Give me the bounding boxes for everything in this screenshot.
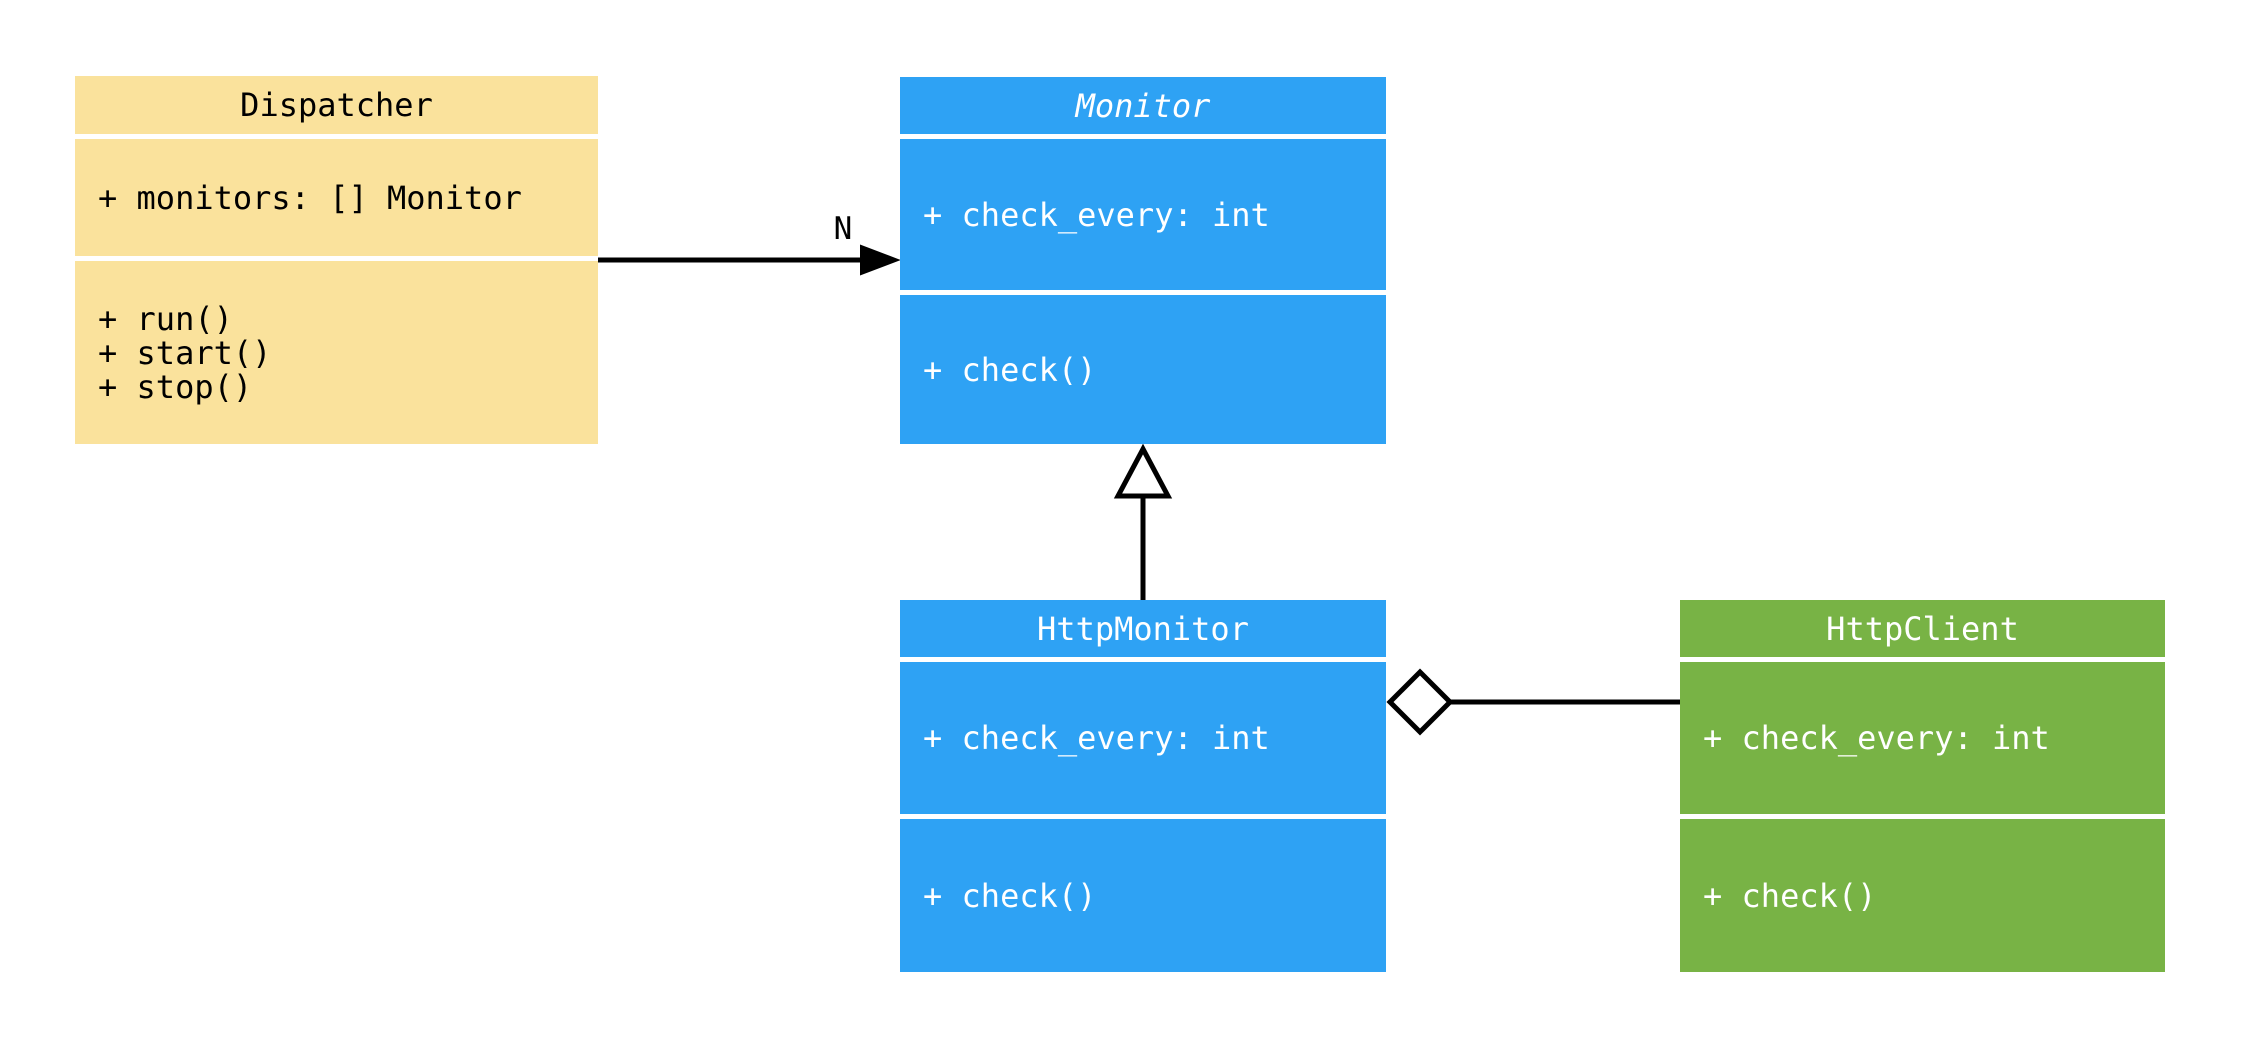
attributes-compartment: + check_every: int	[900, 139, 1386, 290]
hollow-diamond-icon	[1386, 668, 1454, 736]
attributes-compartment: + monitors: [] Monitor	[75, 139, 598, 256]
method-line: + check()	[923, 350, 1097, 389]
attributes-compartment: + check_every: int	[900, 662, 1386, 814]
attribute-line: + check_every: int	[923, 719, 1270, 757]
method-line: + check()	[1703, 876, 1877, 915]
methods-compartment: + check()	[900, 295, 1386, 444]
attribute-line: + check_every: int	[1703, 719, 2050, 757]
aggregation-httpmonitor-to-httpclient	[1386, 668, 1680, 736]
methods-compartment: + run() + start() + stop()	[75, 261, 598, 444]
class-title: HttpClient	[1680, 600, 2165, 657]
association-dispatcher-to-monitor: N	[598, 211, 901, 276]
filled-arrowhead-icon	[860, 244, 901, 276]
hollow-triangle-icon	[1113, 443, 1173, 499]
class-box-httpclient: HttpClient + check_every: int + check()	[1680, 600, 2165, 972]
inheritance-httpmonitor-to-monitor	[1113, 443, 1173, 600]
class-box-httpmonitor: HttpMonitor + check_every: int + check()	[900, 600, 1386, 972]
attribute-line: + check_every: int	[923, 195, 1270, 234]
methods-compartment: + check()	[900, 819, 1386, 972]
class-title: HttpMonitor	[900, 600, 1386, 657]
method-line: + run()	[98, 299, 233, 338]
class-title: Dispatcher	[75, 76, 598, 134]
class-box-monitor: Monitor + check_every: int + check()	[900, 77, 1386, 444]
attributes-compartment: + check_every: int	[1680, 662, 2165, 814]
multiplicity-label: N	[834, 211, 853, 247]
class-title: Monitor	[900, 77, 1386, 134]
methods-compartment: + check()	[1680, 819, 2165, 972]
method-line: + start()	[98, 333, 272, 372]
method-line: + check()	[923, 876, 1097, 915]
class-box-dispatcher: Dispatcher + monitors: [] Monitor + run(…	[75, 76, 598, 444]
method-line: + stop()	[98, 367, 253, 406]
attribute-line: + monitors: [] Monitor	[98, 178, 522, 217]
